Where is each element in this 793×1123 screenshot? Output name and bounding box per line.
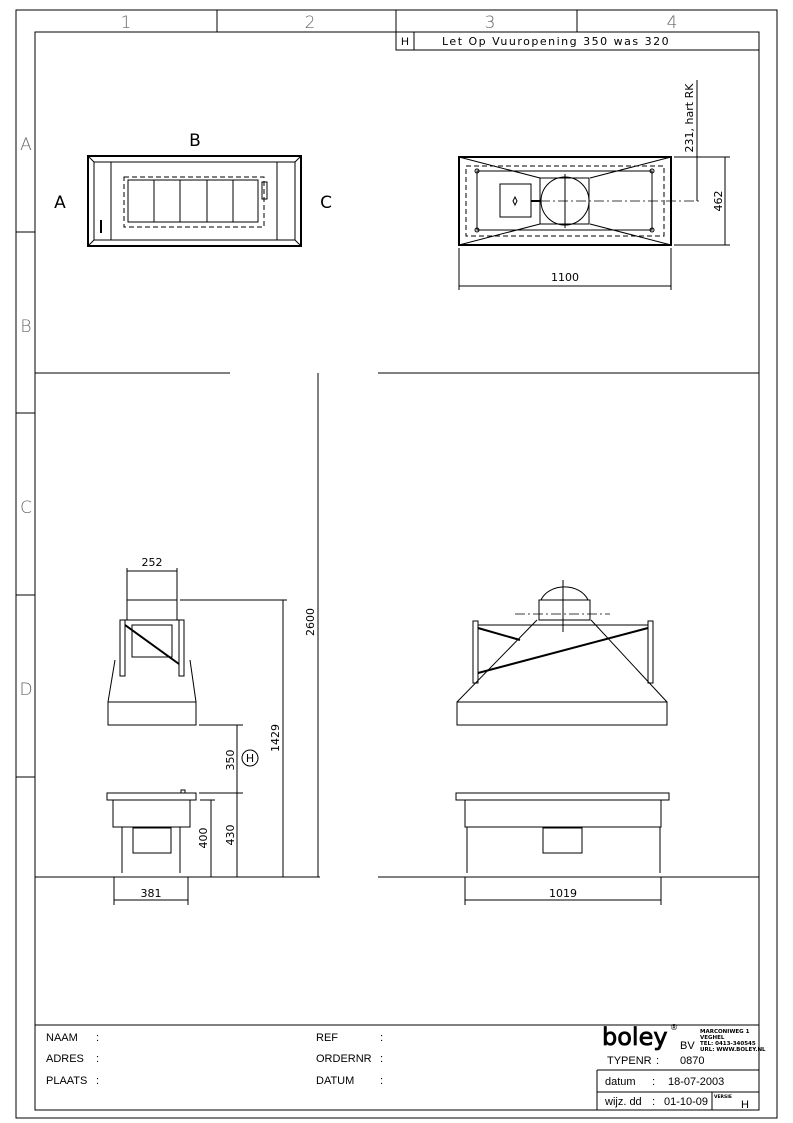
- top-view: 1100 462 231, hart RK: [458, 80, 730, 290]
- front-view: 1019: [455, 580, 670, 905]
- outer-frame: [15, 9, 778, 1119]
- row-label: B: [20, 317, 31, 337]
- column-label: 4: [667, 13, 678, 33]
- ordernr-label: ORDERNR: [316, 1053, 372, 1065]
- dim-total-height: 2600: [304, 608, 317, 636]
- versie-label: VERSIE: [714, 1094, 732, 1100]
- ref-label: REF: [316, 1032, 338, 1044]
- revision-marker: H: [246, 752, 254, 765]
- colon: :: [96, 1075, 99, 1087]
- dim-table: 400: [197, 828, 210, 849]
- typenr-value: 0870: [680, 1055, 704, 1067]
- boley-logo: boley: [602, 1023, 668, 1051]
- colon: :: [380, 1032, 383, 1044]
- side-view: 252 2600 1429 350 H 430 400 381: [106, 373, 319, 905]
- dim-depth: 462: [712, 191, 725, 212]
- colon: :: [380, 1053, 383, 1065]
- datum-left-label: DATUM: [316, 1075, 354, 1087]
- view-label-b: B: [189, 131, 201, 151]
- row-label: C: [20, 498, 32, 518]
- revision-row: H Let Op Vuuropening 350 was 320: [395, 31, 760, 51]
- dim-depth-side: 381: [141, 887, 162, 900]
- revision-letter: H: [401, 36, 409, 48]
- row-label: D: [19, 680, 32, 700]
- view-label-c: C: [320, 193, 332, 213]
- plan-view: B A C: [54, 131, 332, 247]
- colon: :: [96, 1053, 99, 1065]
- address-line: URL: WWW.BOLEY.NL: [700, 1047, 766, 1053]
- wijz-value: 01-10-09: [664, 1096, 708, 1108]
- address-line: MARCONIWEG 1: [700, 1029, 750, 1035]
- colon: :: [652, 1096, 655, 1108]
- title-block: NAAM : ADRES : PLAATS : REF : ORDERNR : …: [35, 1023, 766, 1111]
- brand-suffix: BV: [680, 1040, 695, 1052]
- dim-table-top: 430: [224, 825, 237, 846]
- dim-opening: 350: [224, 750, 237, 771]
- adres-label: ADRES: [46, 1053, 84, 1065]
- column-label: 1: [121, 13, 132, 33]
- colon: :: [380, 1075, 383, 1087]
- colon: :: [652, 1076, 655, 1088]
- typenr-label: TYPENR: [607, 1055, 652, 1067]
- colon: :: [96, 1032, 99, 1044]
- registered-mark: ®: [670, 1023, 678, 1032]
- dim-front-width: 1019: [549, 887, 577, 900]
- address-line: VEGHEL: [700, 1035, 725, 1041]
- versie-value: H: [741, 1099, 749, 1111]
- row-label: A: [20, 135, 32, 155]
- row-header: A B C D: [16, 135, 35, 778]
- address-line: TEL: 0413-340545: [700, 1041, 756, 1047]
- column-label: 2: [305, 13, 316, 33]
- view-label-a: A: [54, 193, 66, 213]
- plaats-label: PLAATS: [46, 1075, 87, 1087]
- dim-hood-height: 1429: [269, 724, 282, 752]
- wijz-label: wijz. dd: [604, 1096, 642, 1108]
- dim-width: 1100: [551, 271, 579, 284]
- colon: :: [656, 1055, 659, 1067]
- dim-flue: 252: [142, 556, 163, 569]
- datum-label: datum: [605, 1076, 636, 1088]
- column-label: 3: [485, 13, 496, 33]
- dim-centre: 231, hart RK: [683, 83, 696, 153]
- revision-note: Let Op Vuuropening 350 was 320: [442, 35, 670, 48]
- naam-label: NAAM: [46, 1032, 78, 1044]
- column-header: 1 2 3 4: [121, 10, 678, 33]
- centre-mark-icon: [512, 195, 518, 207]
- datum-value: 18-07-2003: [668, 1076, 724, 1088]
